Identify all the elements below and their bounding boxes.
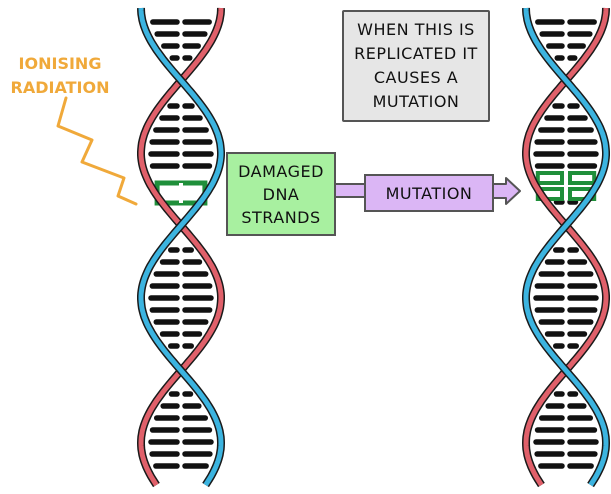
mutation-box: MUTATION bbox=[364, 174, 494, 212]
radiation-label-line2: RADIATION bbox=[10, 78, 110, 97]
damaged-line2: DNA bbox=[262, 184, 300, 204]
mutated-base-pair bbox=[568, 171, 597, 185]
mutated-base-pair bbox=[535, 171, 565, 185]
radiation-label: IONISING RADIATION bbox=[0, 52, 120, 100]
damaged-dna-box: DAMAGED DNA STRANDS bbox=[226, 152, 336, 236]
red-strand bbox=[523, 7, 609, 487]
blue-strand bbox=[138, 7, 224, 487]
red-strand bbox=[138, 7, 224, 487]
mutation-label: MUTATION bbox=[385, 183, 473, 203]
damaged-line1: DAMAGED bbox=[238, 161, 324, 181]
damaged-line3: STRANDS bbox=[241, 207, 321, 227]
note-line2: REPLICATED IT bbox=[354, 44, 478, 63]
arrow-right-icon bbox=[491, 177, 521, 205]
note-line4: MUTATION bbox=[372, 92, 460, 111]
note-line1: WHEN THIS IS bbox=[357, 20, 475, 39]
dna-helix-left bbox=[136, 7, 226, 488]
connector-bar bbox=[333, 183, 367, 198]
dna-helix-right bbox=[521, 7, 611, 488]
radiation-zigzag-icon bbox=[56, 96, 138, 206]
note-line3: CAUSES A bbox=[373, 68, 459, 87]
radiation-label-line1: IONISING bbox=[18, 54, 102, 73]
blue-strand bbox=[523, 7, 609, 487]
replication-note-box: WHEN THIS IS REPLICATED IT CAUSES A MUTA… bbox=[342, 10, 490, 122]
